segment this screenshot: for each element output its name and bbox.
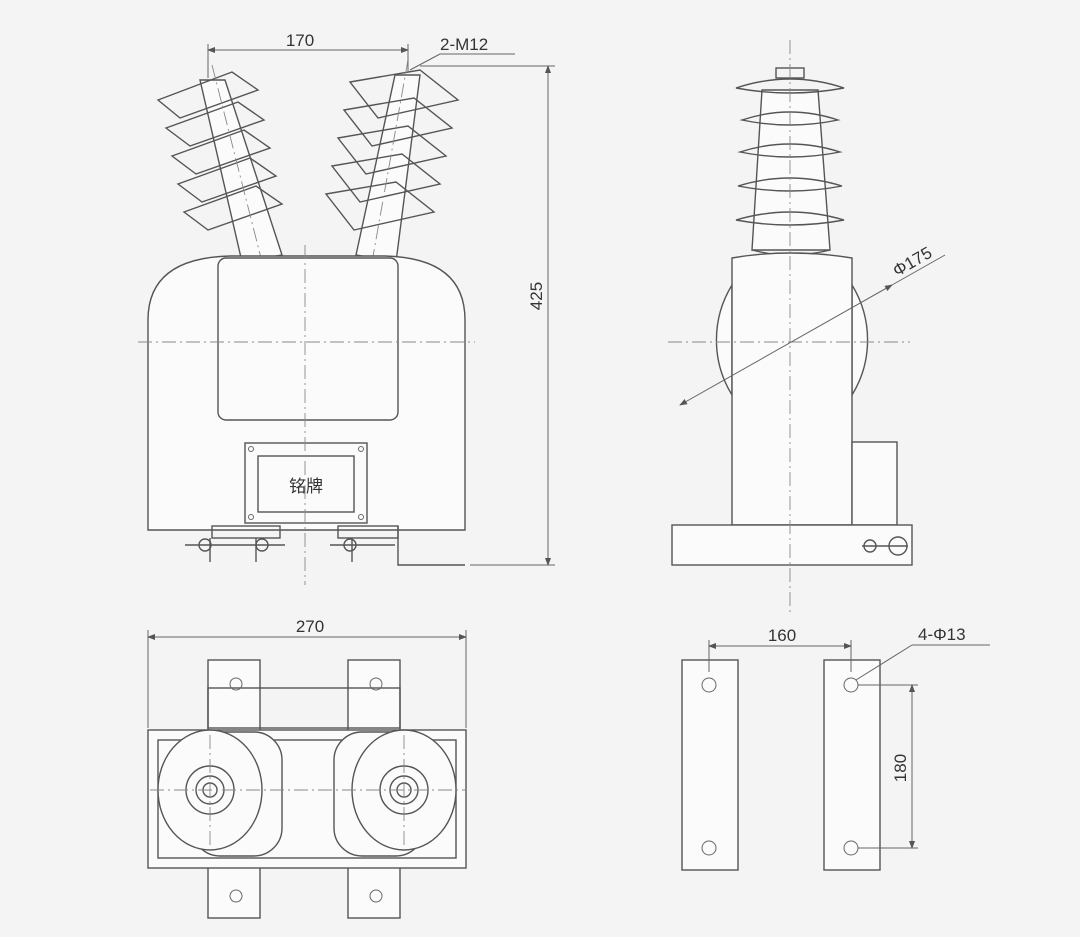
bottom-right-bushing (333, 729, 457, 857)
dim-425: 425 (420, 65, 555, 566)
dim-2m12: 2-M12 (409, 35, 515, 71)
nameplate-label: 铭牌 (289, 477, 323, 497)
dim-160: 160 (708, 626, 852, 672)
front-core-window (217, 257, 399, 421)
holes-label: 4-Φ13 (918, 625, 966, 644)
front-view: 铭牌 170 2-M12 (138, 31, 555, 585)
dim-160-label: 160 (768, 626, 796, 645)
nameplate: 铭牌 (244, 442, 368, 524)
dim-4phi13: 4-Φ13 (855, 625, 990, 681)
side-coil-right (851, 282, 869, 398)
dim-425-label: 425 (527, 282, 546, 310)
dim-phi175-label: Φ175 (890, 243, 936, 280)
bottom-view: 270 (147, 617, 467, 919)
side-body (731, 252, 853, 526)
side-base (671, 524, 913, 566)
dim-270-label: 270 (296, 617, 324, 636)
side-view: Φ175 (668, 40, 946, 615)
mounting-view: 160 4-Φ13 180 (681, 625, 990, 871)
side-insulator (735, 67, 845, 256)
right-insulator (324, 59, 460, 263)
front-bottom-terminals (185, 525, 465, 566)
left-insulator (156, 64, 284, 263)
front-body (147, 255, 466, 531)
side-coil-left (715, 282, 733, 398)
terminal-label: 2-M12 (440, 35, 488, 54)
dim-170: 170 (207, 31, 409, 78)
side-terminal-box (851, 441, 898, 526)
side-ground-bolt (862, 536, 908, 556)
dim-270: 270 (147, 617, 467, 728)
dim-180-label: 180 (891, 754, 910, 782)
dim-180: 180 (858, 684, 918, 849)
dim-170-label: 170 (286, 31, 314, 50)
